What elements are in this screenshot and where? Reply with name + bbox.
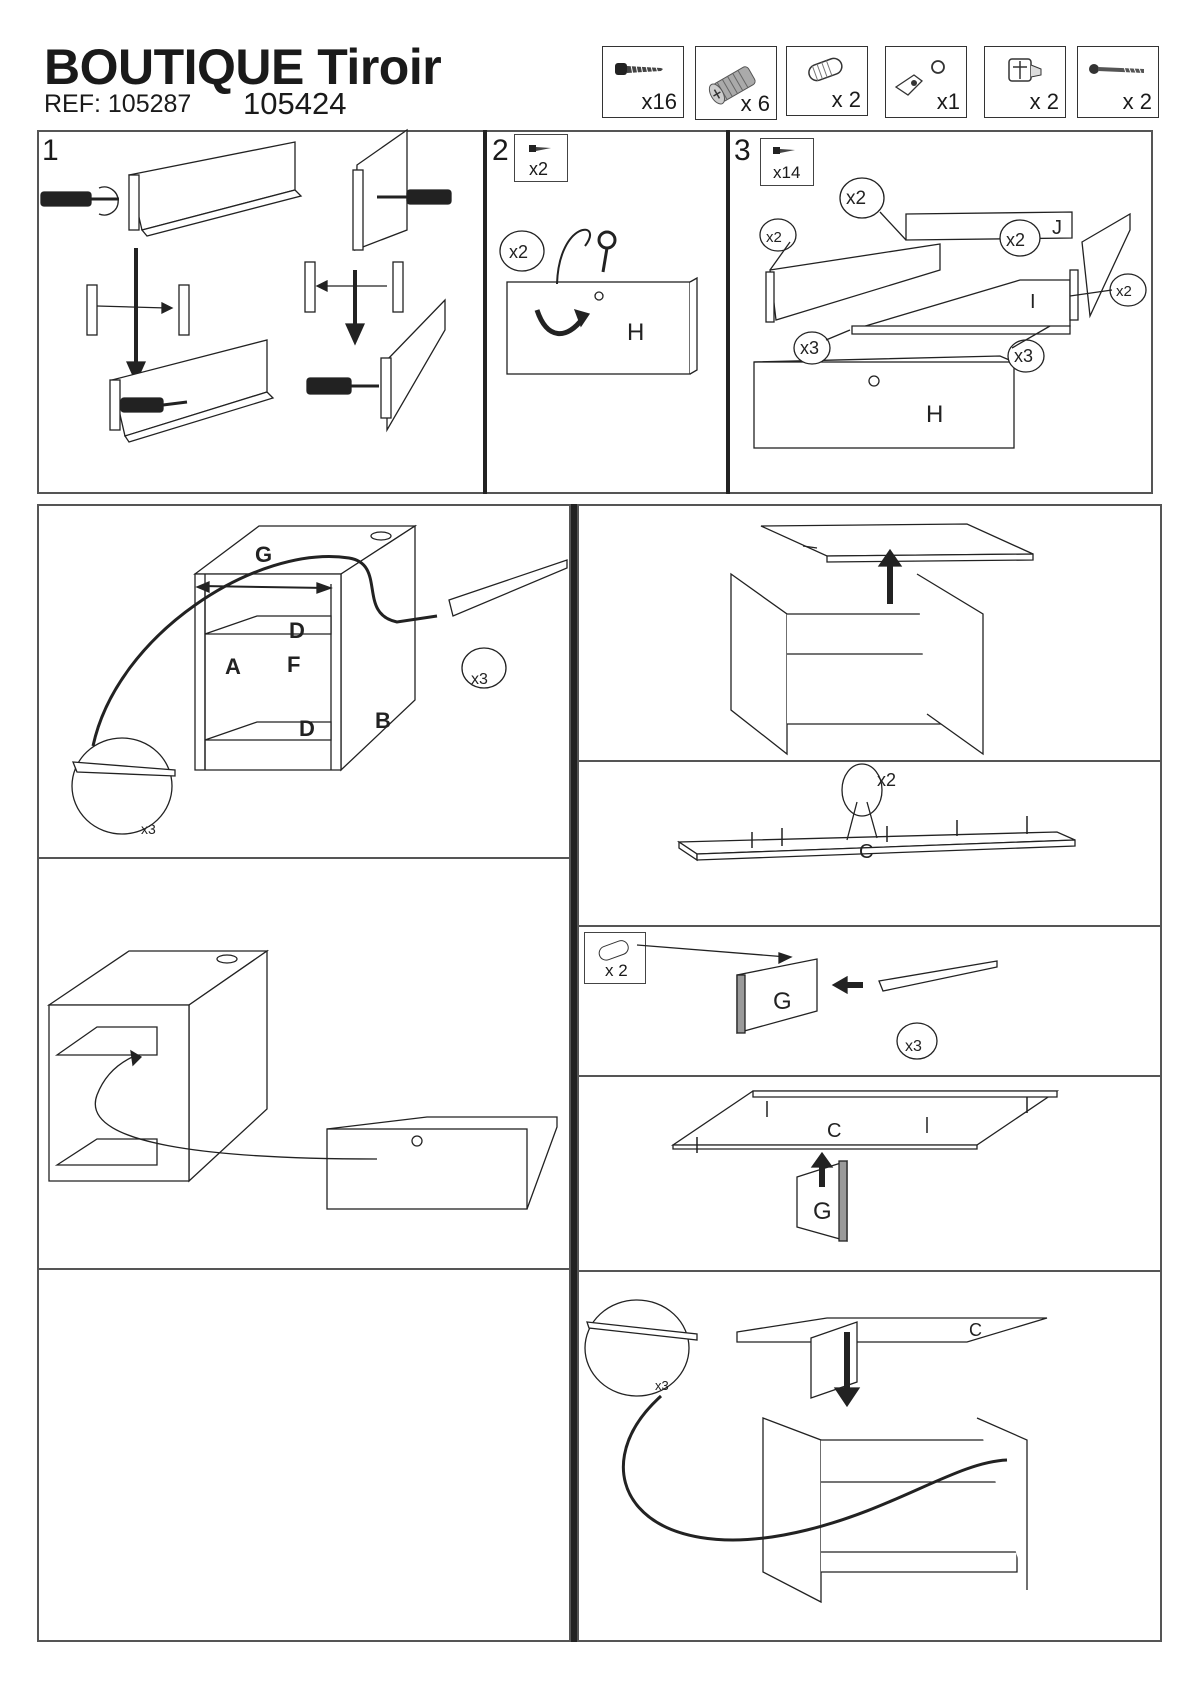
cam-lock-icon	[1008, 58, 1042, 82]
step3-diagram: x2 x2 x2 x2 x3 x3 J I H	[753, 177, 1147, 449]
screw-qty: x3	[471, 671, 488, 688]
dowel-qty: x2	[877, 770, 896, 790]
part-cam-lock: x 2	[984, 46, 1066, 118]
drawer-insert-diagram	[46, 949, 558, 1210]
panel-label-d: D	[289, 618, 305, 643]
panel-g-diagram: G x3	[636, 944, 998, 1060]
final-assembly-diagram: C x3	[584, 1299, 1048, 1604]
zoom-qty: x3	[655, 1378, 669, 1393]
panel-divider	[577, 1075, 1162, 1077]
screw-count-box: x2	[514, 134, 568, 182]
callout-qty: x3	[800, 338, 819, 358]
panel-divider	[577, 760, 1162, 762]
callout-qty: x3	[1014, 346, 1033, 366]
panel-divider	[37, 857, 571, 859]
part-screw: x16	[602, 46, 684, 118]
step-divider	[483, 130, 487, 494]
part-qty: x 6	[740, 91, 770, 116]
callout-qty: x2	[1006, 230, 1025, 250]
panel-divider	[577, 1270, 1162, 1272]
panel-label-g: G	[255, 542, 272, 567]
top-removal-diagram	[730, 523, 1034, 756]
screw-icon	[773, 147, 795, 154]
part-qty: x 2	[831, 87, 861, 112]
panel-label-a: A	[225, 654, 241, 679]
panel-label-c: C	[969, 1320, 982, 1340]
part-dowel-cam: x 6	[695, 46, 777, 120]
callout-qty: x2	[509, 242, 528, 262]
part-qty: x1	[936, 89, 960, 114]
document-title: BOUTIQUE Tiroir	[44, 39, 442, 95]
screw-icon	[615, 63, 663, 76]
screw-qty: x3	[905, 1038, 922, 1055]
wood-dowel-icon	[808, 57, 843, 82]
handle-bracket-icon	[894, 60, 945, 96]
panel-label-i: I	[1030, 291, 1036, 313]
panel-cg-assembly-diagram: C G	[670, 1090, 1060, 1242]
panel-divider	[577, 925, 1162, 927]
panel-label-h: H	[926, 401, 943, 428]
panel-label-h: H	[627, 319, 644, 346]
cabinet-assembly-diagram: G D A F D B x3 x3	[71, 524, 568, 837]
dowel-cam-icon	[708, 66, 756, 105]
center-divider	[571, 504, 577, 1642]
step2-diagram: x2 H	[499, 228, 698, 375]
step1-diagram	[40, 128, 452, 443]
part-qty: x 2	[1029, 89, 1059, 114]
part-handle-bracket: x1	[885, 46, 967, 118]
panel-divider	[37, 1268, 571, 1270]
panel-label-g: G	[773, 988, 792, 1015]
lower-left-frame	[37, 504, 571, 1642]
part-wood-dowel: x 2	[786, 46, 868, 116]
drawer-steps-frame	[37, 130, 1153, 494]
panel-label-c: C	[859, 841, 873, 863]
step-number: 3	[734, 134, 751, 167]
screw-qty: x14	[773, 163, 801, 182]
reference-number-alt: 105424	[243, 86, 347, 121]
callout-qty: x2	[846, 188, 866, 209]
cam-bolt-icon	[1089, 64, 1144, 74]
callout-qty: x2	[766, 229, 782, 246]
lower-right-frame	[577, 504, 1162, 1642]
step-number: 2	[492, 134, 509, 167]
panel-label-d: D	[299, 716, 315, 741]
panel-label-b: B	[375, 708, 391, 733]
part-qty: x16	[641, 89, 677, 114]
wood-dowel-icon	[598, 940, 629, 961]
panel-label-c: C	[827, 1120, 841, 1142]
panel-label-j: J	[1052, 217, 1062, 239]
reference-number: REF: 105287	[44, 90, 192, 118]
screw-icon	[529, 145, 551, 152]
dowel-qty: x 2	[605, 961, 628, 980]
part-qty: x 2	[1122, 89, 1152, 114]
panel-label-g: G	[813, 1198, 832, 1225]
screw-qty: x2	[529, 159, 549, 179]
step-number: 1	[42, 134, 59, 167]
step-divider	[726, 130, 730, 494]
panel-c-dowels-diagram: x2 C	[676, 763, 1076, 863]
panel-label-f: F	[287, 652, 300, 677]
dowel-count-box: x 2	[584, 932, 646, 984]
callout-qty: x2	[1116, 283, 1132, 300]
part-cam-bolt: x 2	[1077, 46, 1159, 118]
zoom-qty: x3	[141, 821, 156, 837]
screw-count-box: x14	[760, 138, 814, 186]
